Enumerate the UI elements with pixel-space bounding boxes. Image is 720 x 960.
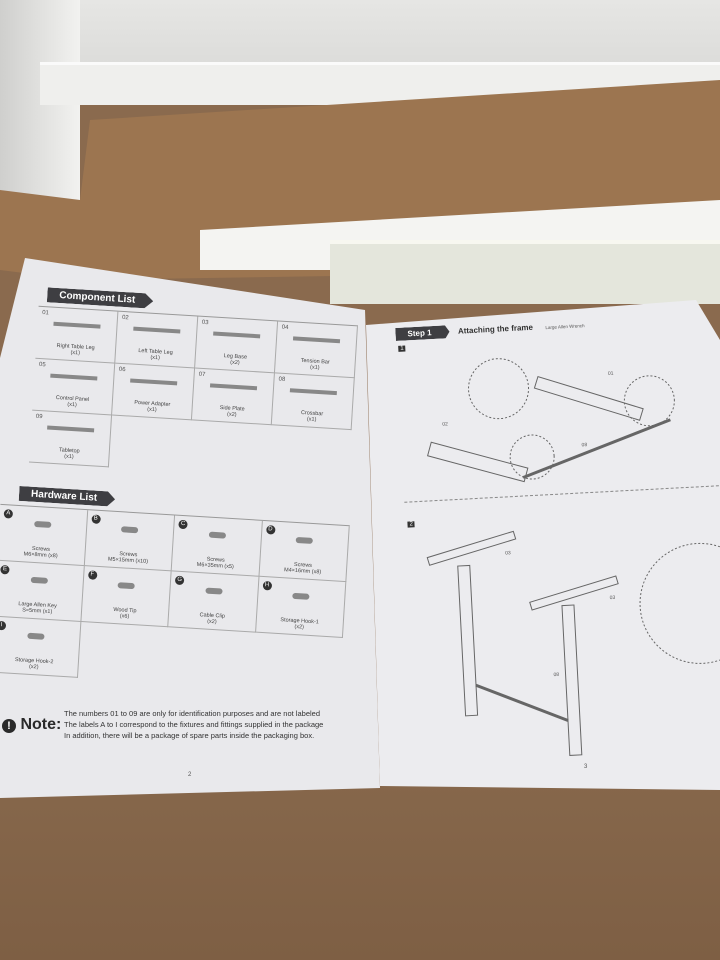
part-label: 03 (609, 594, 616, 602)
hardware-label: D (265, 525, 276, 535)
step-title: Attaching the frame (457, 322, 534, 336)
manual-right-page (366, 300, 720, 790)
hardware-label: B (90, 514, 101, 524)
component-drawing (129, 378, 178, 386)
component-number: 02 (121, 314, 129, 322)
hardware-label: I (0, 620, 7, 631)
alert-icon: ! (2, 719, 16, 733)
note-block: ! Note: The numbers 01 to 09 are only fo… (0, 706, 380, 746)
component-drawing (209, 383, 258, 391)
hardware-drawing (208, 531, 226, 539)
part-label: 02 (442, 421, 449, 428)
hardware-drawing (30, 576, 48, 584)
hardware-label: A (3, 509, 14, 519)
component-number: 03 (201, 319, 209, 327)
component-number: 06 (118, 366, 126, 374)
component-drawing (133, 326, 181, 334)
manual-left-page (0, 258, 380, 798)
hardware-label: F (87, 570, 98, 580)
hardware-drawing (121, 526, 139, 534)
component-number: 05 (38, 361, 46, 369)
note-line: In addition, there will be a package of … (64, 731, 315, 740)
hardware-drawing (26, 632, 45, 640)
component-number: 08 (278, 376, 286, 383)
part-label: 03 (505, 550, 511, 557)
note-line: The labels A to I correspond to the fixt… (64, 720, 324, 729)
hardware-list-heading: Hardware List (19, 486, 116, 507)
component-drawing (212, 331, 261, 339)
component-number: 01 (41, 310, 50, 317)
leg-assembly-diagram-2 (426, 530, 720, 756)
right-page-content: Step 1 Attaching the frame Large Allen W… (395, 307, 720, 783)
hardware-drawing (292, 592, 310, 600)
hardware-label: E (0, 564, 10, 575)
hardware-drawing (295, 536, 314, 544)
page-number: 3 (584, 764, 588, 770)
part-label: 08 (553, 671, 560, 679)
hardware-drawing (117, 582, 136, 590)
page-number: 2 (188, 772, 192, 778)
component-number: 07 (198, 371, 206, 379)
component-list-heading: Component List (47, 287, 154, 308)
component-drawing (289, 388, 338, 396)
hardware-drawing (204, 587, 223, 595)
component-drawing (53, 321, 101, 329)
step-badge: Step 1 (395, 325, 450, 341)
component-number: 09 (35, 413, 43, 421)
part-label: 01 (607, 370, 614, 377)
hardware-label: G (174, 575, 185, 586)
cardboard-box (0, 780, 720, 960)
component-drawing (292, 336, 341, 344)
part-label: 08 (581, 442, 588, 449)
component-number: 04 (281, 324, 289, 332)
hardware-drawing (33, 520, 52, 528)
substep-number: 1 (398, 345, 406, 352)
note-label: ! Note: (2, 716, 61, 734)
tool-label: Large Allen Wrench (545, 323, 585, 331)
frame-assembly-diagram-1 (427, 358, 675, 483)
substep-number: 2 (407, 521, 416, 528)
note-line: The numbers 01 to 09 are only for identi… (64, 709, 320, 718)
hardware-label: H (262, 580, 272, 591)
desk-frame-part (330, 240, 720, 304)
component-drawing (50, 373, 98, 381)
component-drawing (46, 425, 95, 433)
hardware-label: C (178, 519, 188, 530)
